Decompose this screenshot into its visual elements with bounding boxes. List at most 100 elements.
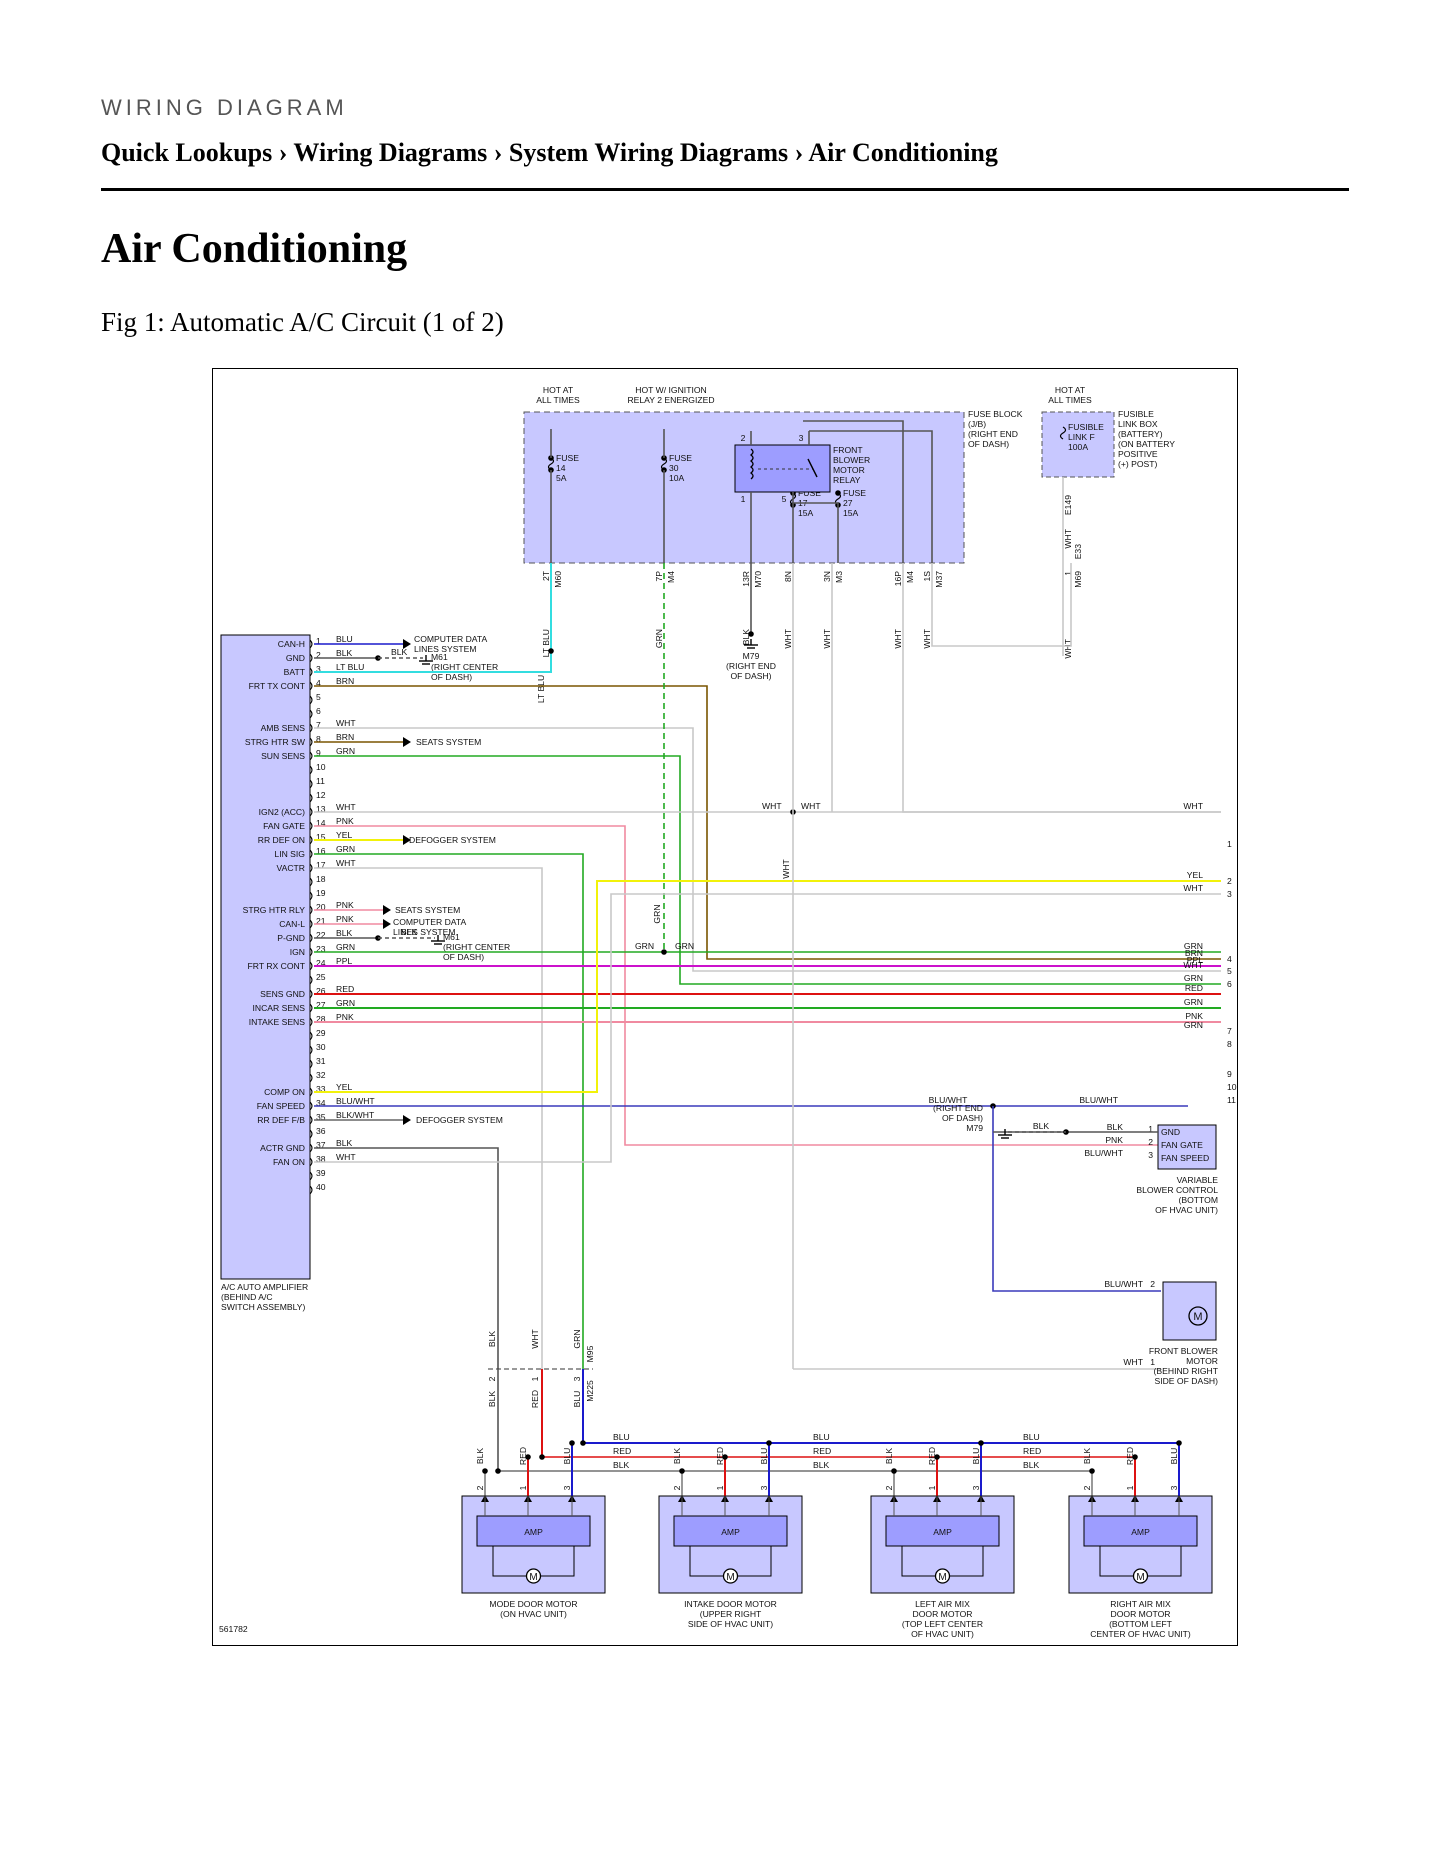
amp-pin-tab-19 bbox=[309, 891, 313, 901]
amp-pin-tab-1 bbox=[309, 639, 313, 649]
fb-conn-pin-1: 7P bbox=[654, 571, 664, 582]
motor-3-pin-dot-2 bbox=[1089, 1468, 1095, 1474]
motor-3-pin-wire-label-3: BLU bbox=[1169, 1448, 1179, 1465]
amp-pin-num-4: 4 bbox=[316, 678, 321, 688]
amp-pin-tab-31 bbox=[309, 1059, 313, 1069]
motor-0-pin-num-3: 3 bbox=[562, 1485, 572, 1490]
blower-control-pin-wire-1: BLK bbox=[1107, 1122, 1124, 1132]
amp-pin-wire-13: WHT bbox=[336, 802, 356, 812]
amp-pin-tab-23 bbox=[309, 947, 313, 957]
document-id: 561782 bbox=[219, 1624, 248, 1634]
amp-pin-num-2: 2 bbox=[316, 650, 321, 660]
amp-pin-tab-2 bbox=[309, 653, 313, 663]
wire-pin3 bbox=[314, 563, 552, 673]
amp-pin-num-21: 21 bbox=[316, 916, 326, 926]
amp-pin-tab-37 bbox=[309, 1143, 313, 1153]
blower-control-pin-num-3: 3 bbox=[1148, 1150, 1153, 1160]
amp-pin-tab-30 bbox=[309, 1045, 313, 1055]
amp-pin-tab-24 bbox=[309, 961, 313, 971]
breadcrumb[interactable]: Quick Lookups › Wiring Diagrams › System… bbox=[101, 138, 998, 167]
amp-pin-num-28: 28 bbox=[316, 1014, 326, 1024]
relay-pin-1: 1 bbox=[741, 494, 746, 504]
amp-pin-fn-26: SENS GND bbox=[260, 989, 305, 999]
fb-conn-pin-4: 3N bbox=[822, 571, 832, 582]
amp-pin-wire-15: YEL bbox=[336, 830, 352, 840]
relay-feed-a bbox=[803, 420, 904, 563]
arrow-pin35 bbox=[403, 1115, 411, 1125]
bus-blk-dot-start bbox=[495, 1468, 501, 1474]
motor-3-pin-wire-label-2: BLK bbox=[1082, 1448, 1092, 1465]
fb-conn-pin-5: 16P bbox=[893, 571, 903, 587]
fb-conn-name-7: M69 bbox=[1073, 571, 1083, 588]
wire-blower-motor-pin2 bbox=[992, 1106, 1161, 1292]
fb-conn-wire-1: GRN bbox=[654, 629, 664, 648]
amp-pin-fn-27: INCAR SENS bbox=[252, 1003, 305, 1013]
amp-pin-tab-3 bbox=[309, 667, 313, 677]
amp-pin-wire-1: BLU bbox=[336, 634, 353, 644]
blower-control-pin-num-2: 2 bbox=[1148, 1137, 1153, 1147]
wire-pin33-label-right: YEL bbox=[1187, 870, 1203, 880]
amp-pin-num-18: 18 bbox=[316, 874, 326, 884]
blower-control-pin-wire-3: BLU/WHT bbox=[1084, 1148, 1123, 1158]
motor-1-pin-dot-3 bbox=[766, 1440, 772, 1446]
amp-pin-fn-35: RR DEF F/B bbox=[257, 1115, 305, 1125]
motor-1-pin-dot-1 bbox=[722, 1454, 728, 1460]
bus-blk-label-0: BLK bbox=[613, 1460, 630, 1470]
mid-connector-pin-1: 1 bbox=[530, 1376, 540, 1381]
wire-pin24-label-right: PPL bbox=[1187, 955, 1203, 965]
amp-pin-tab-14 bbox=[309, 821, 313, 831]
wire-pin27-label-right: GRN bbox=[1184, 997, 1203, 1007]
bus-blu-label-2: BLU bbox=[1023, 1432, 1040, 1442]
amp-pin-fn-37: ACTR GND bbox=[260, 1143, 305, 1153]
arrow-pin1 bbox=[403, 639, 411, 649]
amp-pin-tab-25 bbox=[309, 975, 313, 985]
right-terminal-8: 8 bbox=[1227, 1039, 1232, 1049]
motor-symbol-2: M bbox=[938, 1572, 946, 1583]
amp-pin-num-38: 38 bbox=[316, 1154, 326, 1164]
wire-grn-vertical-label: GRN bbox=[652, 904, 662, 923]
amp-pin-num-13: 13 bbox=[316, 804, 326, 814]
amp-pin-num-24: 24 bbox=[316, 958, 326, 968]
fb-conn-name-6: M37 bbox=[934, 571, 944, 588]
right-terminal-3: 3 bbox=[1227, 889, 1232, 899]
amp-pin-fn-14: FAN GATE bbox=[263, 821, 305, 831]
bus-blu-label-1: BLU bbox=[813, 1432, 830, 1442]
blower-motor-pin-1: 1 bbox=[1150, 1357, 1155, 1367]
wire-pin13-label-mid2: WHT bbox=[801, 801, 821, 811]
amp-pin-num-20: 20 bbox=[316, 902, 326, 912]
relay-pin-5: 5 bbox=[782, 494, 787, 504]
motor-2-pin-dot-1 bbox=[934, 1454, 940, 1460]
amp-pin-num-30: 30 bbox=[316, 1042, 326, 1052]
motor-1-pin-num-1: 1 bbox=[715, 1485, 725, 1490]
wire-pin2-label-far: BLK bbox=[391, 647, 408, 657]
relay-contact bbox=[807, 458, 818, 478]
right-terminal-2: 2 bbox=[1227, 876, 1232, 886]
motor-0-pin-num-1: 1 bbox=[518, 1485, 528, 1490]
amp-pin-fn-28: INTAKE SENS bbox=[249, 1017, 305, 1027]
fb-conn-name-1: M4 bbox=[666, 571, 676, 583]
motor-2-pin-dot-2 bbox=[891, 1468, 897, 1474]
motor-1-pin-wire-label-2: BLK bbox=[672, 1448, 682, 1465]
amp-pin-wire-14: PNK bbox=[336, 816, 354, 826]
amp-pin-wire-7: WHT bbox=[336, 718, 356, 728]
amp-pin-tab-32 bbox=[309, 1073, 313, 1083]
amp-pin-num-35: 35 bbox=[316, 1112, 326, 1122]
amp-pin-num-16: 16 bbox=[316, 846, 326, 856]
amp-pin-wire-27: GRN bbox=[336, 998, 355, 1008]
arrow-pin15 bbox=[403, 835, 411, 845]
bus-red-label-0: RED bbox=[613, 1446, 631, 1456]
amp-pin-tab-15 bbox=[309, 835, 313, 845]
motor-amp-2 bbox=[885, 1515, 1000, 1547]
amp-pin-wire-20: PNK bbox=[336, 900, 354, 910]
amp-pin-num-23: 23 bbox=[316, 944, 326, 954]
amp-pin-num-39: 39 bbox=[316, 1168, 326, 1178]
fb-conn-pin-0: 2T bbox=[541, 570, 551, 581]
amp-pin-fn-8: STRG HTR SW bbox=[245, 737, 306, 747]
fb-conn-wire-8: WHT bbox=[1063, 528, 1073, 548]
right-terminal-7: 7 bbox=[1227, 1026, 1232, 1036]
